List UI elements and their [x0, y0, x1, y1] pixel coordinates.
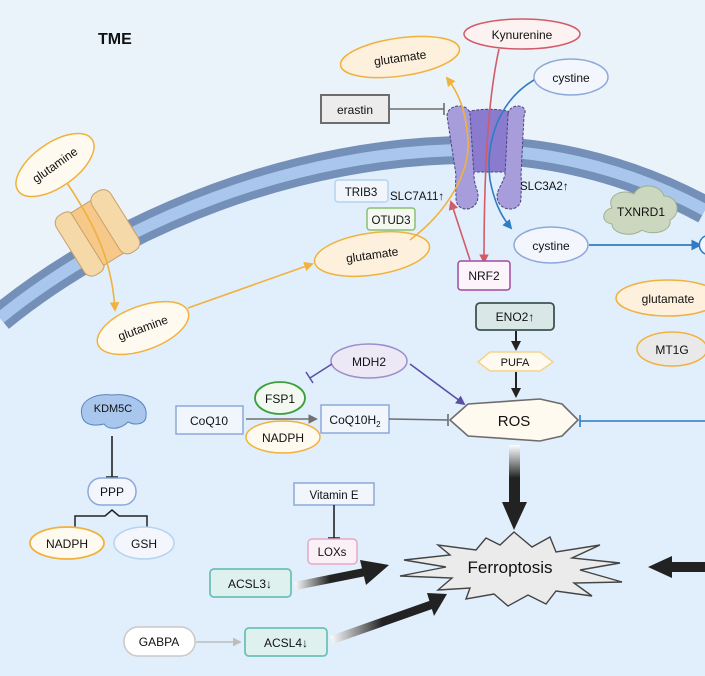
coq10[interactable]: CoQ10: [175, 405, 244, 435]
svg-text:cystine: cystine: [552, 71, 590, 85]
kynurenine-import-arrow: [479, 48, 500, 264]
svg-text:Kynurenine: Kynurenine: [492, 28, 553, 42]
loxs[interactable]: LOXs: [307, 538, 358, 565]
svg-text:MDH2: MDH2: [352, 355, 386, 369]
acsl4-to-ferroptosis-arrow: [330, 593, 447, 644]
kynurenine[interactable]: Kynurenine: [463, 18, 581, 50]
svg-text:glutamate: glutamate: [642, 292, 695, 306]
gabpa[interactable]: GABPA: [123, 626, 196, 657]
svg-text:cystine: cystine: [532, 239, 570, 253]
cystine-intracellular[interactable]: cystine: [513, 226, 589, 264]
glutamine-intracellular[interactable]: glutamine: [90, 291, 195, 365]
kdm5c-inhibit-ppp-line: [106, 436, 118, 478]
nadph-fsp1[interactable]: NADPH: [245, 420, 321, 454]
svg-text:KDM5C: KDM5C: [94, 403, 133, 415]
ros[interactable]: ROS: [448, 398, 580, 442]
svg-text:TXNRD1: TXNRD1: [617, 205, 665, 219]
svg-text:NADPH: NADPH: [46, 537, 88, 551]
svg-text:ACSL3↓: ACSL3↓: [228, 577, 272, 591]
glutamate-intracellular[interactable]: glutamate: [312, 225, 433, 283]
vitamin-e-inhibit-loxs-line: [328, 505, 340, 539]
eno2[interactable]: ENO2↑: [475, 302, 555, 331]
trib3[interactable]: TRIB3: [334, 179, 389, 203]
pufa[interactable]: PUFA: [476, 351, 555, 372]
svg-text:OTUD3: OTUD3: [372, 215, 411, 227]
gsh[interactable]: GSH: [113, 526, 175, 560]
mdh2[interactable]: MDH2: [330, 343, 408, 379]
glutamate-extracellular[interactable]: glutamate: [338, 30, 462, 84]
fsp1[interactable]: FSP1: [254, 381, 306, 415]
glutamate-export-arrow: [409, 76, 469, 241]
svg-text:CoQ10H2: CoQ10H2: [329, 413, 381, 429]
svg-text:erastin: erastin: [337, 103, 373, 117]
glutamine-transporter[interactable]: [52, 186, 143, 279]
svg-text:ACSL4↓: ACSL4↓: [264, 636, 308, 650]
glutamine-to-glutamate-arrow: [187, 262, 314, 309]
glutamate-right[interactable]: glutamate: [615, 279, 705, 317]
nrf2[interactable]: NRF2: [457, 260, 511, 291]
acsl3[interactable]: ACSL3↓: [209, 568, 292, 598]
svg-text:ENO2↑: ENO2↑: [496, 310, 535, 324]
acsl4[interactable]: ACSL4↓: [244, 627, 328, 657]
glutamine-import-arrow: [66, 182, 120, 312]
svg-text:Ferroptosis: Ferroptosis: [467, 558, 552, 577]
svg-text:FSP1: FSP1: [265, 392, 295, 406]
svg-text:GABPA: GABPA: [139, 635, 179, 649]
coq10h2[interactable]: CoQ10H2: [320, 404, 390, 434]
svg-text:PUFA: PUFA: [501, 357, 530, 369]
ferroptosis[interactable]: Ferroptosis: [399, 531, 623, 607]
svg-text:Vitamin E: Vitamin E: [309, 490, 358, 502]
svg-text:CoQ10: CoQ10: [190, 414, 228, 428]
cystine-import-arrow: [488, 79, 535, 230]
ppp[interactable]: PPP: [87, 477, 137, 506]
coq10h2-inhibit-ros-line: [388, 414, 449, 426]
svg-text:MT1G: MT1G: [655, 343, 688, 357]
nrf2-to-slc7a11-arrow: [448, 200, 471, 261]
kdm5c[interactable]: KDM5C: [80, 394, 147, 429]
mdh2-inhibit-fsp1-line: [305, 363, 333, 384]
svg-text:NADPH: NADPH: [262, 431, 304, 445]
erastin[interactable]: erastin: [320, 94, 390, 124]
otud3[interactable]: OTUD3: [366, 207, 416, 231]
svg-text:LOXs: LOXs: [318, 547, 347, 559]
txnrd1[interactable]: TXNRD1: [603, 185, 678, 235]
slc3a2-label: SLC3A2↑: [520, 181, 569, 193]
svg-text:NRF2: NRF2: [468, 269, 500, 283]
cysteine-partial: [698, 235, 705, 255]
svg-text:PPP: PPP: [100, 485, 124, 499]
mt1g[interactable]: MT1G: [636, 331, 705, 367]
vitamin-e[interactable]: Vitamin E: [293, 482, 375, 506]
glutamine-extracellular[interactable]: glutamine: [6, 121, 105, 209]
tme-title: TME: [98, 31, 132, 48]
svg-text:GSH: GSH: [131, 537, 157, 551]
mdh2-to-ros-arrow: [409, 363, 466, 406]
cystine-extracellular[interactable]: cystine: [533, 58, 609, 96]
slc7a11-label: SLC7A11↑: [390, 191, 444, 203]
svg-text:TRIB3: TRIB3: [345, 187, 378, 199]
right-to-ferroptosis-arrow: [648, 556, 705, 578]
acsl3-to-ferroptosis-arrow: [294, 560, 389, 590]
ros-to-ferroptosis-arrow: [502, 445, 527, 530]
nadph-ppp[interactable]: NADPH: [29, 526, 105, 560]
svg-text:ROS: ROS: [498, 413, 531, 430]
erastin-inhibit-line: [389, 103, 445, 115]
xc-transporter[interactable]: [446, 105, 526, 210]
right-inhibit-ros-line: [579, 415, 705, 427]
ppp-branch: [74, 509, 148, 527]
